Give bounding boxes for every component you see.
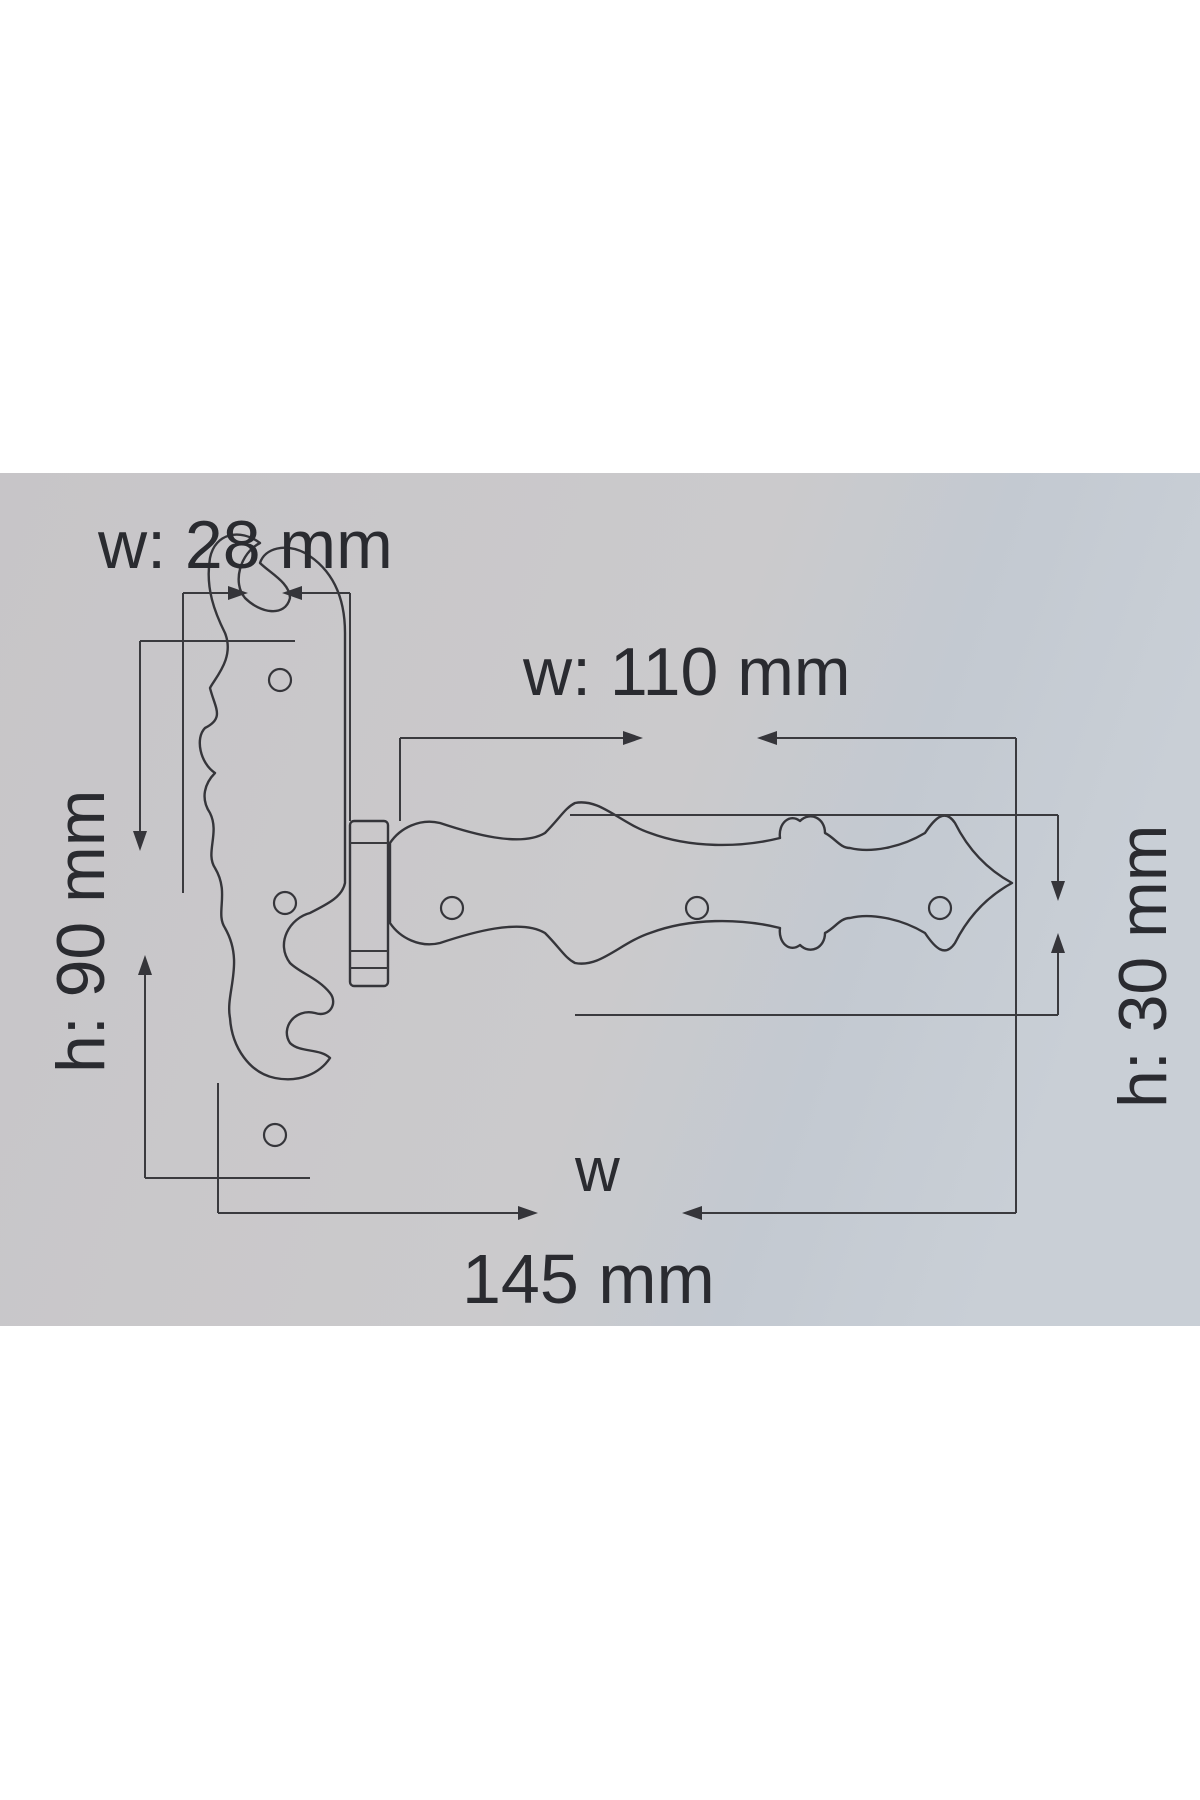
label-total-width-symbol: w bbox=[574, 1136, 620, 1205]
screw-hole bbox=[272, 890, 298, 916]
arrow-head bbox=[138, 955, 152, 975]
arrow-head bbox=[1051, 933, 1065, 953]
arrow-head bbox=[228, 586, 248, 600]
paper-background bbox=[0, 473, 1200, 1326]
arrow-head bbox=[623, 731, 643, 745]
label-short-leaf-height: h: 90 mm bbox=[43, 790, 119, 1073]
arrow-head bbox=[757, 731, 777, 745]
hinge-diagram-svg: w: 28 mm h: 90 mm w: 110 mm h: 30 mm w 1… bbox=[0, 473, 1200, 1326]
arrow-head bbox=[282, 586, 302, 600]
label-short-leaf-width: w: 28 mm bbox=[97, 507, 393, 583]
arrow-head bbox=[518, 1206, 538, 1220]
screw-hole bbox=[262, 1122, 288, 1148]
screw-hole bbox=[684, 895, 710, 921]
label-total-width-value: 145 mm bbox=[462, 1240, 715, 1318]
arrow-head bbox=[133, 831, 147, 851]
long-leaf-outline bbox=[388, 801, 1014, 965]
screw-hole bbox=[439, 895, 465, 921]
arrow-head bbox=[1051, 881, 1065, 901]
label-long-leaf-width: w: 110 mm bbox=[522, 634, 850, 710]
label-long-leaf-height: h: 30 mm bbox=[1105, 825, 1181, 1108]
arrow-head bbox=[682, 1206, 702, 1220]
hinge-knuckle bbox=[348, 819, 390, 988]
screw-hole bbox=[927, 895, 953, 921]
hinge-dimension-drawing: w: 28 mm h: 90 mm w: 110 mm h: 30 mm w 1… bbox=[0, 473, 1200, 1326]
screw-hole bbox=[267, 667, 293, 693]
short-leaf-outline bbox=[198, 533, 347, 1081]
